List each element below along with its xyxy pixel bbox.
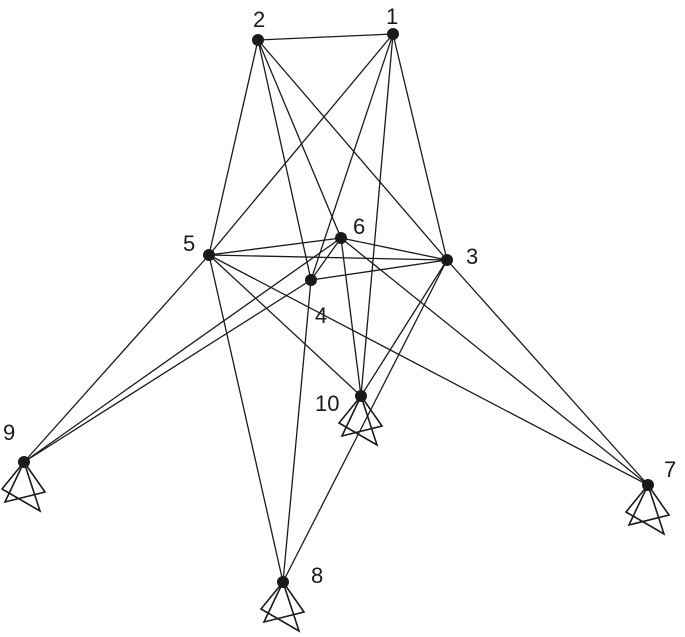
member-1-3 bbox=[392, 33, 448, 261]
member-5-8 bbox=[208, 254, 284, 583]
node-label-9: 9 bbox=[3, 420, 15, 445]
member-2-4 bbox=[257, 39, 312, 281]
node-1 bbox=[387, 28, 399, 40]
node-6 bbox=[335, 232, 347, 244]
node-label-1: 1 bbox=[386, 4, 398, 29]
member-1-10 bbox=[360, 33, 394, 397]
member-4-8 bbox=[282, 279, 312, 583]
member-5-10 bbox=[208, 254, 362, 397]
node-label-10: 10 bbox=[315, 391, 339, 416]
node-2 bbox=[252, 34, 264, 46]
node-9 bbox=[18, 456, 30, 468]
node-8 bbox=[277, 576, 289, 588]
node-10 bbox=[355, 390, 367, 402]
node-label-7: 7 bbox=[664, 457, 676, 482]
member-2-6 bbox=[257, 39, 342, 239]
member-6-9 bbox=[23, 237, 342, 463]
member-2-3 bbox=[257, 39, 448, 261]
nodes-layer bbox=[18, 28, 654, 588]
member-4-9 bbox=[23, 279, 312, 463]
support-icon-7 bbox=[624, 483, 671, 536]
members-layer bbox=[23, 33, 649, 583]
node-label-5: 5 bbox=[183, 231, 195, 256]
member-3-7 bbox=[446, 259, 649, 486]
member-1-5 bbox=[208, 33, 394, 256]
support-icon-9 bbox=[0, 460, 47, 513]
node-5 bbox=[203, 249, 215, 261]
node-label-8: 8 bbox=[311, 563, 323, 588]
node-label-4: 4 bbox=[315, 303, 327, 328]
member-5-6 bbox=[208, 237, 342, 256]
member-4-3 bbox=[310, 259, 448, 281]
node-label-2: 2 bbox=[253, 7, 265, 32]
member-5-7 bbox=[208, 254, 649, 486]
member-2-1 bbox=[257, 33, 394, 41]
member-6-10 bbox=[340, 237, 362, 397]
labels-layer: 1 2 3 4 5 6 7 8 9 10 bbox=[3, 4, 676, 588]
member-6-7 bbox=[340, 237, 649, 486]
member-1-4 bbox=[310, 33, 394, 281]
node-label-3: 3 bbox=[466, 244, 478, 269]
supports-layer bbox=[0, 394, 671, 633]
node-4 bbox=[305, 274, 317, 286]
member-6-3 bbox=[340, 237, 448, 261]
member-3-8 bbox=[282, 259, 448, 583]
member-5-9 bbox=[23, 254, 210, 463]
member-3-10 bbox=[360, 259, 448, 397]
member-5-3 bbox=[208, 254, 448, 261]
member-2-5 bbox=[208, 39, 259, 256]
member-6-4 bbox=[310, 237, 342, 281]
node-label-6: 6 bbox=[353, 214, 365, 239]
node-3 bbox=[441, 254, 453, 266]
support-icon-8 bbox=[259, 580, 306, 633]
support-icon-10 bbox=[337, 394, 384, 447]
node-7 bbox=[642, 479, 654, 491]
